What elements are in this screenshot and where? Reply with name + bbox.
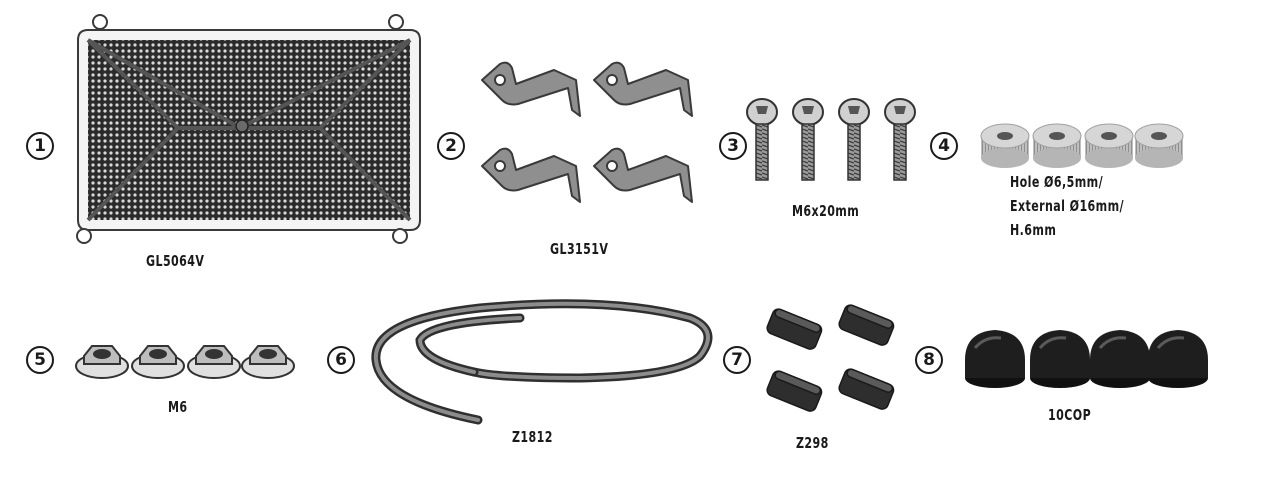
- radiator-grille-icon: [76, 14, 421, 244]
- part-number-5: 5: [26, 346, 54, 374]
- part-number-7: 7: [723, 346, 751, 374]
- part-number-2: 2: [437, 132, 465, 160]
- part-label-4-line-1: Hole Ø6,5mm/: [1010, 173, 1104, 191]
- adhesive-strip-icon: [371, 299, 713, 425]
- part-number-3: 3: [719, 132, 747, 160]
- part-number-8: 8: [915, 346, 943, 374]
- part-label-7: Z298: [796, 434, 829, 452]
- part-label-6: Z1812: [512, 428, 553, 446]
- part-label-2: GL3151V: [550, 240, 609, 258]
- nut-icon: [75, 345, 295, 379]
- part-label-8: 10COP: [1048, 406, 1092, 424]
- part-label-4: Hole Ø6,5mm/ External Ø16mm/ H.6mm: [1010, 170, 1166, 242]
- screw-icon: [746, 98, 916, 181]
- part-label-1: GL5064V: [146, 252, 205, 270]
- part-label-5: M6: [168, 398, 188, 416]
- cap-icon: [965, 330, 1208, 388]
- spacer-icon: [980, 123, 1184, 168]
- rubber-pad-icon: [766, 304, 895, 412]
- part-label-3: M6x20mm: [792, 202, 860, 220]
- part-number-1: 1: [26, 132, 54, 160]
- part-label-4-line-3: H.6mm: [1010, 221, 1057, 239]
- part-number-6: 6: [327, 346, 355, 374]
- bracket-icon: [481, 61, 693, 203]
- part-label-4-line-2: External Ø16mm/: [1010, 197, 1125, 215]
- part-number-4: 4: [930, 132, 958, 160]
